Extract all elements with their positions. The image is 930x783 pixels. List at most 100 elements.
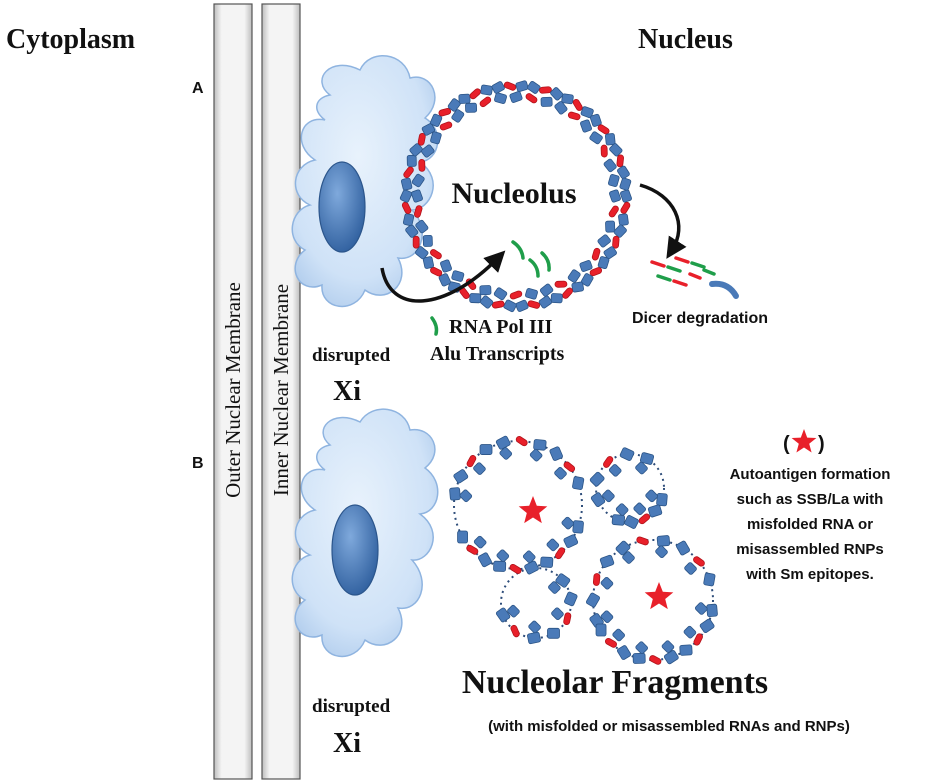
fragment1-bead	[515, 436, 528, 447]
fragment3-bead	[510, 624, 520, 638]
legend-paren-open: (	[783, 433, 790, 455]
nucleolus-bead	[491, 300, 505, 309]
nucleolus-bead	[451, 270, 465, 282]
fragment-ring-4	[592, 539, 714, 661]
fragment3-bead	[527, 631, 541, 645]
nucleolus-bead	[491, 81, 505, 94]
nucleolus-bead	[515, 80, 529, 92]
fragment1-bead	[563, 461, 576, 473]
nucleolus-bead	[509, 91, 523, 103]
alu-transcripts	[511, 240, 551, 278]
panel-b-label: B	[192, 455, 204, 472]
fragment1-bead	[457, 530, 468, 544]
nucleolus-beads	[399, 80, 632, 313]
autoantigen-line-2: such as SSB/La with	[737, 491, 884, 508]
autoantigen-description: Autoantigen formation such as SSB/La wit…	[730, 466, 891, 583]
outer-membrane	[213, 3, 253, 780]
fragment1-bead	[555, 547, 566, 560]
fragment4-bead	[706, 603, 718, 618]
nucleolus-bead	[619, 177, 632, 191]
nucleolus-bead	[415, 219, 429, 234]
nucleolus-bead	[589, 267, 603, 277]
disrupted-label-b: disrupted	[312, 696, 391, 717]
nucleolus-bead	[422, 234, 433, 247]
fragment3-bead	[495, 607, 511, 623]
nucleolus-bead	[503, 81, 517, 91]
fragment2-bead	[624, 515, 639, 529]
nucleolus-bead	[554, 280, 568, 288]
panel-a-label: A	[192, 80, 204, 97]
arrow-nucleolus-to-dicer	[639, 183, 687, 259]
fragment1-bead	[466, 455, 477, 468]
fragment1-bead	[524, 560, 539, 575]
fragment1-bead-inner	[459, 489, 473, 503]
rna-pol-label-2: Alu Transcripts	[430, 343, 564, 365]
fragment4-bead-inner	[655, 545, 668, 559]
nucleolus-bead	[603, 246, 617, 260]
nucleolus-bead	[580, 119, 592, 133]
fragment4-bead	[604, 637, 617, 648]
fragment-ring-2	[595, 453, 665, 523]
fragment4-bead	[616, 645, 632, 660]
fragment2-bead	[656, 492, 668, 507]
fragment4-bead-inner	[661, 640, 675, 653]
nucleolus-bead	[440, 259, 452, 273]
nucleolus-bead	[439, 121, 453, 131]
fragment1-bead	[493, 560, 507, 572]
autoantigen-line-5: with Sm epitopes.	[745, 566, 874, 583]
fragment4-bead	[636, 536, 649, 546]
nucleolus-bead	[447, 98, 461, 112]
fragment1-bead	[453, 469, 469, 484]
nucleolus-bead	[567, 111, 581, 121]
nucleolus-bead	[550, 87, 564, 101]
nucleolus-bead	[603, 158, 617, 173]
nucleolus-bead	[609, 143, 623, 157]
nucleolus-bead	[430, 131, 442, 145]
fragments-subtitle: (with misfolded or misassembled RNAs and…	[488, 718, 850, 735]
fragment4-bead-inner	[600, 576, 614, 590]
fragment4-bead	[699, 618, 715, 634]
nucleolus-bead	[509, 290, 523, 300]
fragment1-bead	[572, 520, 584, 534]
nucleolus-bead	[411, 173, 425, 188]
nucleolus-bead	[479, 285, 492, 296]
nucleolus-bead	[527, 300, 541, 309]
fragment4-bead	[679, 644, 693, 656]
autoantigen-line-3: misfolded RNA or	[747, 516, 873, 533]
fragment2-bead-inner	[608, 464, 622, 477]
fragment3-bead	[547, 627, 560, 639]
xi-label-a: Xi	[333, 376, 361, 407]
nucleolus-bead	[409, 143, 423, 157]
fragment1-bead	[479, 444, 493, 455]
nucleolus-bead	[479, 96, 492, 108]
nucleolus-bead	[597, 256, 610, 270]
fragment4-bead	[632, 652, 646, 664]
nucleolus-bead	[620, 189, 632, 203]
nucleolus-bead	[503, 299, 517, 313]
nucleolus-bead	[597, 234, 611, 248]
fragments-title: Nucleolar Fragments	[462, 664, 768, 701]
nucleolus-bead	[422, 256, 435, 269]
nucleolus-bead	[617, 165, 630, 180]
fragment4-bead	[592, 573, 601, 586]
nucleolus-bead	[554, 101, 568, 115]
fragment2-bead	[619, 447, 635, 461]
nucleolus-bead	[591, 247, 601, 261]
nucleolus-bead	[605, 220, 616, 233]
nucleolus-bead	[550, 293, 563, 304]
nucleolus-bead	[608, 174, 620, 187]
nucleolus-bead	[438, 273, 451, 287]
fragment4-bead-inner	[612, 628, 625, 642]
fragment1-bead	[540, 556, 554, 568]
fragment1-bead-inner	[546, 538, 560, 552]
nucleolus-bead	[401, 201, 412, 214]
fragment4-bead	[703, 572, 716, 587]
nucleolus-bead	[412, 235, 420, 249]
nucleolus-bead	[430, 266, 443, 277]
fragment1-bead-inner	[496, 549, 510, 563]
fragment4-bead	[693, 556, 705, 567]
nucleolus-bead	[417, 132, 426, 146]
nucleolus-bead	[430, 113, 443, 127]
fragment4-bead-inner	[694, 602, 708, 615]
